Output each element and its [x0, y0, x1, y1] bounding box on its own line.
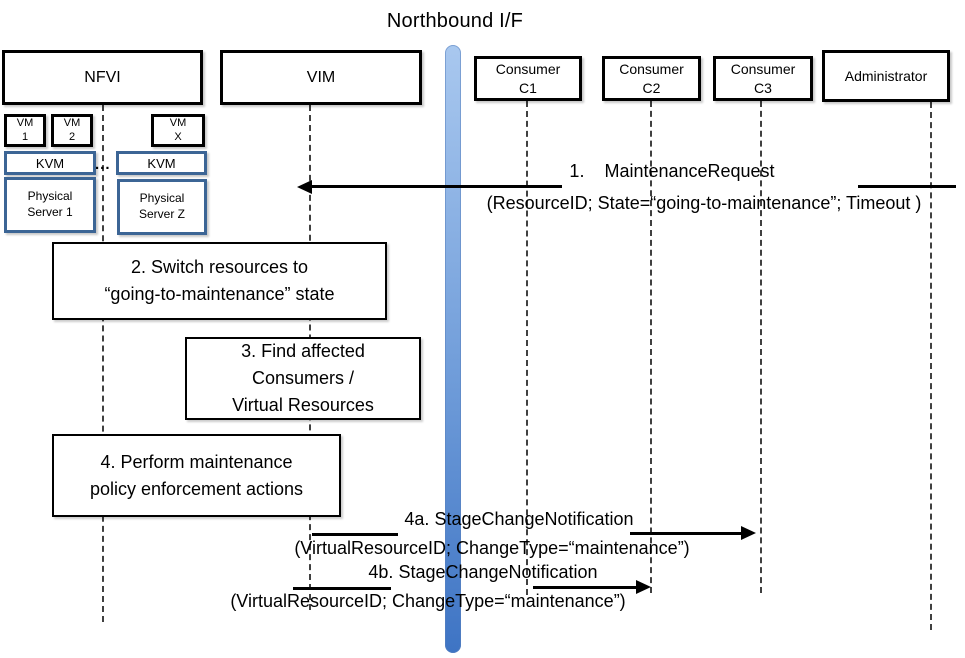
actor-box-consumer-c1: Consumer C1 — [474, 56, 582, 101]
message-4b-line — [293, 587, 391, 590]
step-3-line-3: Virtual Resources — [232, 395, 374, 415]
server-name: Server 1 — [27, 205, 73, 219]
kvm-box-1: KVM — [4, 151, 96, 175]
vm-number: X — [174, 130, 182, 143]
lifeline-administrator — [930, 102, 932, 630]
message-1-label: 1. MaintenanceRequest — [569, 161, 775, 181]
actor-label-administrator: Administrator — [844, 67, 928, 84]
step-3-box: 3. Find affected Consumers / Virtual Res… — [185, 337, 421, 420]
message-4b-line-right — [533, 586, 637, 589]
message-4a-params: (VirtualResourceID; ChangeType=“maintena… — [294, 538, 690, 558]
step-4-line-2: policy enforcement actions — [89, 478, 304, 499]
vm-box-1: VM 1 — [4, 114, 46, 147]
actor-sublabel-c1: C1 — [519, 79, 537, 96]
step-4-line-1: 4. Perform maintenance — [100, 451, 293, 472]
server-label: Physical — [27, 189, 73, 204]
lifeline-consumer-c1 — [526, 101, 528, 595]
ellipsis-dots: ... — [95, 156, 111, 173]
vm-number: 2 — [68, 130, 76, 143]
actor-label-consumer: Consumer — [619, 60, 684, 77]
physical-server-z-box: Physical Server Z — [117, 179, 207, 235]
kvm-label: KVM — [147, 155, 176, 171]
actor-box-vim: VIM — [220, 50, 422, 105]
message-4a-line-right — [630, 532, 742, 535]
actor-box-nfvi: NFVI — [2, 50, 203, 105]
message-4a-arrowhead — [741, 526, 756, 540]
actor-box-consumer-c3: Consumer C3 — [713, 56, 813, 101]
vm-label: VM — [169, 117, 187, 130]
message-4a-line — [312, 533, 398, 536]
actor-label-vim: VIM — [306, 68, 336, 86]
actor-label-consumer: Consumer — [495, 60, 561, 77]
lifeline-nfvi — [102, 105, 104, 622]
server-name: Server Z — [138, 207, 185, 221]
actor-sublabel-c2: C2 — [642, 79, 661, 96]
step-4-box: 4. Perform maintenance policy enforcemen… — [52, 434, 341, 517]
actor-box-administrator: Administrator — [822, 50, 950, 102]
message-4b-arrowhead — [636, 580, 651, 594]
northbound-interface-bar — [445, 45, 461, 653]
vm-label: VM — [16, 117, 34, 130]
lifeline-consumer-c3 — [760, 101, 762, 593]
diagram-title: Northbound I/F — [386, 10, 524, 32]
actor-label-consumer: Consumer — [730, 60, 796, 77]
vm-box-2: VM 2 — [51, 114, 93, 147]
server-label: Physical — [139, 191, 185, 206]
message-1-arrowhead — [297, 180, 312, 194]
vm-box-x: VM X — [151, 114, 205, 147]
message-1-params: (ResourceID; State=“going-to-maintenance… — [486, 193, 922, 213]
step-3-line-2: Consumers / — [251, 368, 355, 388]
lifeline-consumer-c2 — [650, 101, 652, 593]
step-2-box: 2. Switch resources to “going-to-mainten… — [52, 242, 387, 320]
physical-server-1-box: Physical Server 1 — [4, 177, 96, 233]
message-4b-label: 4b. StageChangeNotification — [368, 562, 598, 582]
actor-label-nfvi: NFVI — [84, 68, 121, 86]
vm-number: 1 — [21, 130, 29, 143]
message-4b-params: (VirtualResourceID; ChangeType=“maintena… — [230, 591, 626, 611]
actor-box-consumer-c2: Consumer C2 — [602, 56, 701, 101]
kvm-box-2: KVM — [116, 151, 207, 175]
message-4a-label: 4a. StageChangeNotification — [404, 509, 634, 529]
message-1-line — [312, 185, 562, 188]
kvm-label: KVM — [35, 155, 65, 171]
actor-sublabel-c3: C3 — [754, 79, 772, 96]
message-1-line-right — [858, 185, 956, 188]
vm-label: VM — [63, 117, 81, 130]
step-2-line-1: 2. Switch resources to — [130, 257, 309, 277]
step-2-line-2: “going-to-maintenance” state — [104, 284, 335, 304]
step-3-line-1: 3. Find affected — [241, 341, 365, 361]
